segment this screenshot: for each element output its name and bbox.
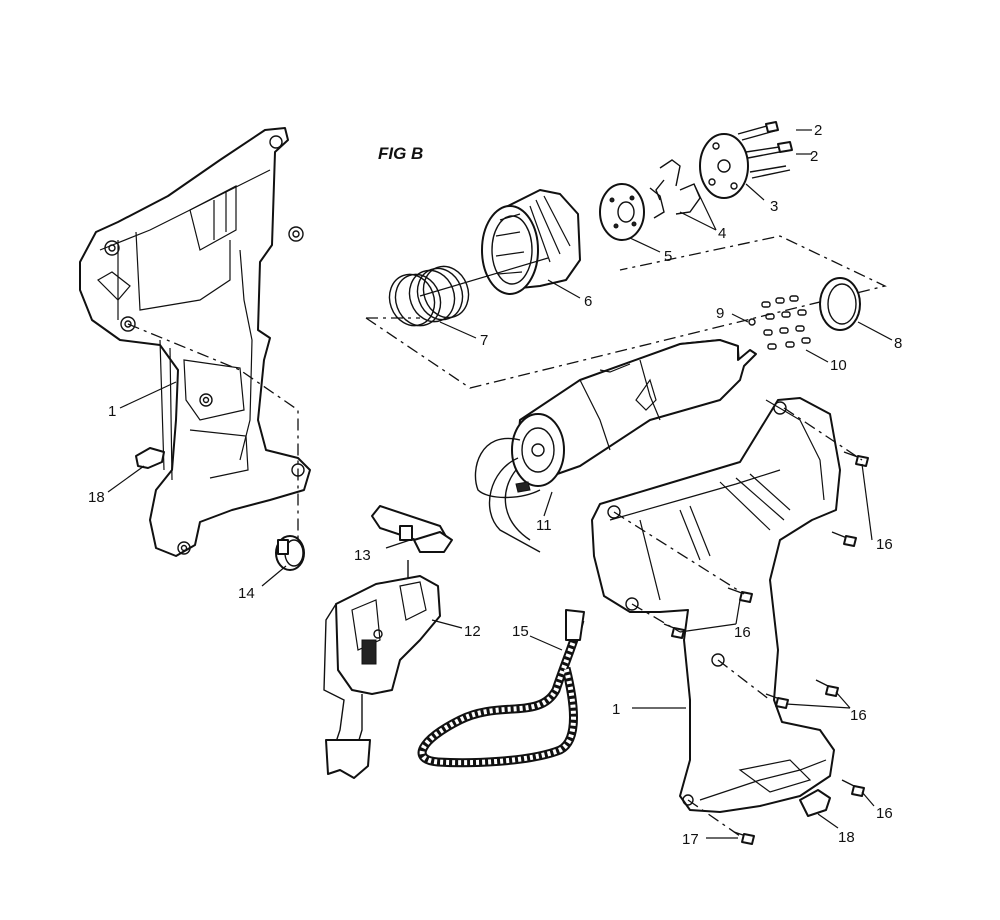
lock-button bbox=[275, 535, 305, 571]
retaining-clips bbox=[649, 159, 701, 219]
label-part-5: 5 bbox=[664, 248, 672, 265]
spring-rings bbox=[388, 265, 470, 327]
label-part-16-c: 16 bbox=[850, 707, 867, 724]
label-part-9: 9 bbox=[716, 305, 724, 322]
label-part-8: 8 bbox=[894, 335, 902, 352]
label-part-7: 7 bbox=[480, 332, 488, 349]
label-part-16-a: 16 bbox=[876, 536, 893, 553]
alignment-dashed-line-left bbox=[127, 323, 299, 540]
spring-axis-line bbox=[419, 257, 549, 297]
label-part-18-right: 18 bbox=[838, 829, 855, 846]
leader-lines bbox=[107, 129, 893, 839]
gear-group-dashed-box bbox=[365, 235, 887, 389]
trigger-pad bbox=[371, 505, 453, 553]
screws-top bbox=[737, 121, 793, 179]
label-part-6: 6 bbox=[584, 293, 592, 310]
label-part-11: 11 bbox=[536, 517, 552, 534]
label-part-2-bottom: 2 bbox=[810, 148, 818, 165]
label-part-17: 17 bbox=[682, 831, 699, 848]
label-part-1-left: 1 bbox=[108, 403, 116, 420]
label-part-16-d: 16 bbox=[876, 805, 893, 822]
label-part-10: 10 bbox=[830, 357, 847, 374]
label-part-18-left: 18 bbox=[88, 489, 105, 506]
figure-title: FIG B bbox=[378, 144, 423, 163]
latch-clip-right bbox=[799, 789, 831, 817]
alignment-dashed-lines-right bbox=[613, 407, 863, 837]
label-part-16-b: 16 bbox=[734, 624, 751, 641]
latch-clip-left bbox=[135, 447, 165, 469]
label-part-4: 4 bbox=[718, 225, 726, 242]
small-pins bbox=[748, 295, 811, 350]
lanyard bbox=[417, 609, 585, 768]
o-ring bbox=[819, 277, 861, 331]
right-housing-half bbox=[591, 397, 841, 813]
switch-assembly bbox=[323, 560, 441, 779]
part-number-labels: 1 18 14 2 2 3 4 5 6 7 8 9 10 11 12 13 15… bbox=[88, 122, 902, 848]
label-part-13: 13 bbox=[354, 547, 371, 564]
label-part-1-right: 1 bbox=[612, 701, 620, 718]
label-part-2-top: 2 bbox=[814, 122, 822, 139]
clutch-plate bbox=[599, 183, 645, 241]
left-housing-half bbox=[79, 127, 311, 557]
mounting-plate bbox=[699, 133, 749, 199]
label-part-15: 15 bbox=[512, 623, 529, 640]
label-part-3: 3 bbox=[770, 198, 778, 215]
clutch-collar bbox=[481, 189, 581, 295]
label-part-14: 14 bbox=[238, 585, 255, 602]
motor-assembly bbox=[474, 339, 757, 553]
label-part-12: 12 bbox=[464, 623, 481, 640]
